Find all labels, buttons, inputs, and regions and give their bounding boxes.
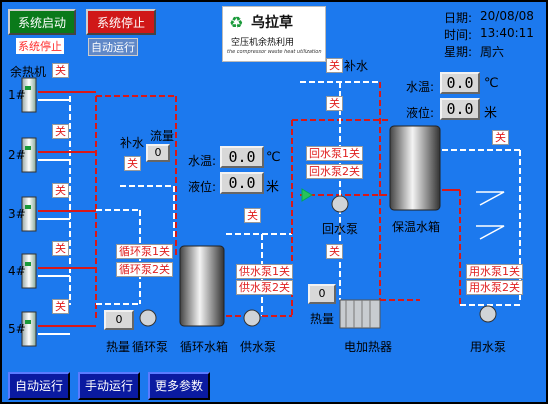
circ-heat-value: 0 bbox=[104, 310, 134, 330]
supply-pump1-status[interactable]: 供水泵1关 bbox=[236, 264, 293, 279]
date-label: 日期: bbox=[444, 11, 473, 25]
week-label: 星期: bbox=[444, 45, 473, 59]
auto-run-button[interactable]: 自动运行 bbox=[8, 372, 70, 400]
machine-3-valve-tag[interactable]: 关 bbox=[52, 183, 69, 198]
mode-status-text: 自动运行 bbox=[88, 38, 138, 56]
circ-tank-label: 循环水箱 bbox=[180, 340, 229, 354]
recycle-icon: ♻ bbox=[229, 13, 244, 32]
system-stop-button[interactable]: 系统停止 bbox=[86, 9, 156, 35]
machine-3-label: 3# bbox=[8, 207, 26, 221]
circ-temp-label: 水温: bbox=[188, 154, 217, 168]
machine-1-label: 1# bbox=[8, 88, 26, 102]
circulation-tank bbox=[179, 245, 225, 327]
machine-4-label: 4# bbox=[8, 264, 26, 278]
storage-tank bbox=[389, 125, 441, 211]
makeup-valve-tag[interactable]: 关 bbox=[124, 156, 141, 171]
return-makeup-label: 补水 bbox=[344, 59, 369, 73]
flow-label: 流量 bbox=[150, 129, 175, 143]
machine-4-valve-tag[interactable]: 关 bbox=[52, 241, 69, 256]
storage-tank-label: 保温水箱 bbox=[392, 220, 441, 234]
date-value: 20/08/08 bbox=[480, 9, 534, 23]
logo-title: 乌拉草 bbox=[251, 15, 293, 31]
circ-heat-label: 热量 bbox=[106, 340, 131, 354]
three-way-valve bbox=[301, 188, 313, 202]
storage-level-unit: 米 bbox=[484, 106, 498, 121]
logo: ♻ 乌拉草 空压机余热利用 the compressor waste heat … bbox=[222, 6, 326, 62]
logo-tagline: the compressor waste heat utilization bbox=[227, 49, 322, 55]
circ-pump-label: 循环泵 bbox=[132, 340, 169, 354]
machine-5-valve-tag[interactable]: 关 bbox=[52, 299, 69, 314]
circ-temp-unit: ℃ bbox=[266, 150, 281, 165]
system-status-text: 系统停止 bbox=[16, 38, 64, 54]
circ-level-label: 液位: bbox=[188, 180, 217, 194]
heater-label: 电加热器 bbox=[344, 340, 393, 354]
storage-temp-label: 水温: bbox=[406, 80, 435, 94]
return-valve-top-tag[interactable]: 关 bbox=[326, 58, 343, 73]
machine-2-valve-tag[interactable]: 关 bbox=[52, 124, 69, 139]
user-pump-label: 用水泵 bbox=[470, 340, 507, 354]
electric-heater bbox=[339, 299, 381, 329]
logo-subtitle: 空压机余热利用 bbox=[231, 38, 295, 48]
system-start-button[interactable]: 系统启动 bbox=[8, 9, 76, 35]
week-value: 周六 bbox=[480, 45, 505, 59]
heater-heat-value: 0 bbox=[308, 284, 336, 304]
return-valve-mid-tag[interactable]: 关 bbox=[326, 96, 343, 111]
storage-temp-unit: ℃ bbox=[484, 76, 499, 91]
supply-pump-label: 供水泵 bbox=[240, 340, 277, 354]
supply-valve-tag[interactable]: 关 bbox=[244, 208, 261, 223]
time-label: 时间: bbox=[444, 28, 473, 42]
machine-group-title: 余热机 bbox=[10, 65, 47, 79]
supply-pump2-status[interactable]: 供水泵2关 bbox=[236, 280, 293, 295]
machine-5-label: 5# bbox=[8, 322, 26, 336]
flow-value: 0 bbox=[146, 144, 170, 162]
storage-level-value: 0.0 bbox=[440, 98, 480, 120]
return-valve-low-tag[interactable]: 关 bbox=[326, 244, 343, 259]
return-pump1-status[interactable]: 回水泵1关 bbox=[306, 146, 363, 161]
pumps bbox=[139, 195, 497, 327]
machine-2-label: 2# bbox=[8, 148, 26, 162]
circ-temp-value: 0.0 bbox=[220, 146, 264, 168]
more-params-button[interactable]: 更多参数 bbox=[148, 372, 210, 400]
heat-machines bbox=[21, 77, 37, 347]
manual-run-button[interactable]: 手动运行 bbox=[78, 372, 140, 400]
return-pump2-status[interactable]: 回水泵2关 bbox=[306, 164, 363, 179]
user-outlets bbox=[476, 191, 505, 240]
circ-pump1-status[interactable]: 循环泵1关 bbox=[116, 244, 173, 259]
storage-temp-value: 0.0 bbox=[440, 72, 480, 94]
user-pump2-status[interactable]: 用水泵2关 bbox=[466, 280, 523, 295]
storage-valve-tag[interactable]: 关 bbox=[492, 130, 509, 145]
user-pump1-status[interactable]: 用水泵1关 bbox=[466, 264, 523, 279]
return-pump-label: 回水泵 bbox=[322, 222, 359, 236]
circ-level-value: 0.0 bbox=[220, 172, 264, 194]
machine-1-valve-tag[interactable]: 关 bbox=[52, 63, 69, 78]
storage-level-label: 液位: bbox=[406, 106, 435, 120]
circ-level-unit: 米 bbox=[266, 180, 280, 195]
heater-heat-label: 热量 bbox=[310, 312, 335, 326]
circ-pump2-status[interactable]: 循环泵2关 bbox=[116, 262, 173, 277]
makeup-water-label: 补水 bbox=[120, 136, 145, 150]
time-value: 13:40:11 bbox=[480, 26, 534, 40]
